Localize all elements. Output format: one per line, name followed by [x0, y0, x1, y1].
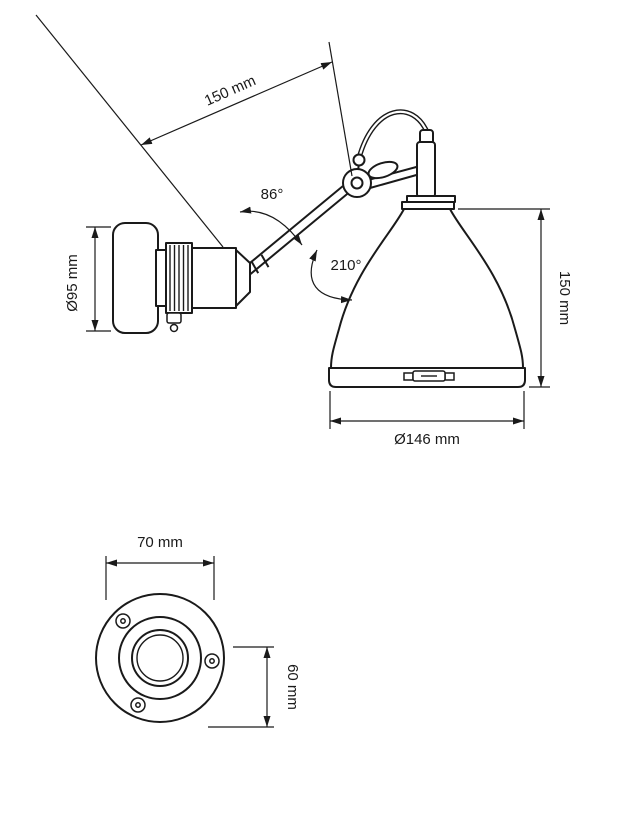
arm-collar: [250, 254, 270, 274]
dim-shade-diameter: Ø146 mm: [329, 391, 525, 448]
wall-plate: [112, 222, 159, 334]
socket-stem: [416, 141, 436, 198]
mount-center-hole-inner: [136, 634, 184, 682]
dim-label-base-diameter: Ø95 mm: [64, 254, 81, 312]
dim-base-diameter: Ø95 mm: [64, 226, 111, 332]
dim-arm-angle: 86°: [239, 186, 303, 246]
plan-view-dimensions: 70 mm 60 mm: [105, 534, 301, 728]
side-view-dimensions: 150 mm 86° 210° Ø95 mm 150 mm: [35, 14, 573, 448]
body-barrel: [191, 247, 237, 309]
knuckle-pivot: [350, 176, 364, 190]
knurl-lines: [169, 245, 189, 311]
dim-label-head-rotation: 210°: [330, 257, 361, 274]
dim-mount-width: 70 mm: [105, 534, 215, 600]
power-cable: [356, 109, 430, 161]
dim-label-mount-width: 70 mm: [137, 534, 183, 551]
dim-label-mount-height: 60 mm: [284, 664, 301, 710]
screw-hole: [130, 697, 146, 713]
knurled-ring: [165, 242, 193, 314]
mount-center-hole: [131, 629, 189, 687]
elbow-cone: [235, 249, 251, 307]
dim-label-shade-height: 150 mm: [556, 271, 573, 325]
dim-label-arm-length: 150 mm: [202, 72, 258, 110]
cable-hook: [352, 153, 366, 167]
dim-mount-height: 60 mm: [208, 646, 301, 728]
socket-rings: [401, 195, 456, 210]
knuckle-joint: [342, 168, 372, 198]
mount-plan-view: [95, 593, 225, 723]
power-switch: [166, 312, 182, 333]
screw-hole: [204, 653, 220, 669]
dim-head-rotation: 210°: [309, 249, 362, 304]
dim-label-shade-diameter: Ø146 mm: [394, 431, 460, 448]
dim-shade-height: 150 mm: [458, 208, 573, 388]
lamp-side-view: [112, 109, 526, 388]
lampshade-bell: [330, 208, 524, 369]
dim-arm-length: 150 mm: [35, 14, 353, 248]
rim-clip: [403, 370, 455, 382]
screw-hole: [115, 613, 131, 629]
tightening-lever: [367, 160, 399, 180]
dim-label-arm-angle: 86°: [261, 186, 284, 203]
body-neck: [155, 249, 167, 307]
